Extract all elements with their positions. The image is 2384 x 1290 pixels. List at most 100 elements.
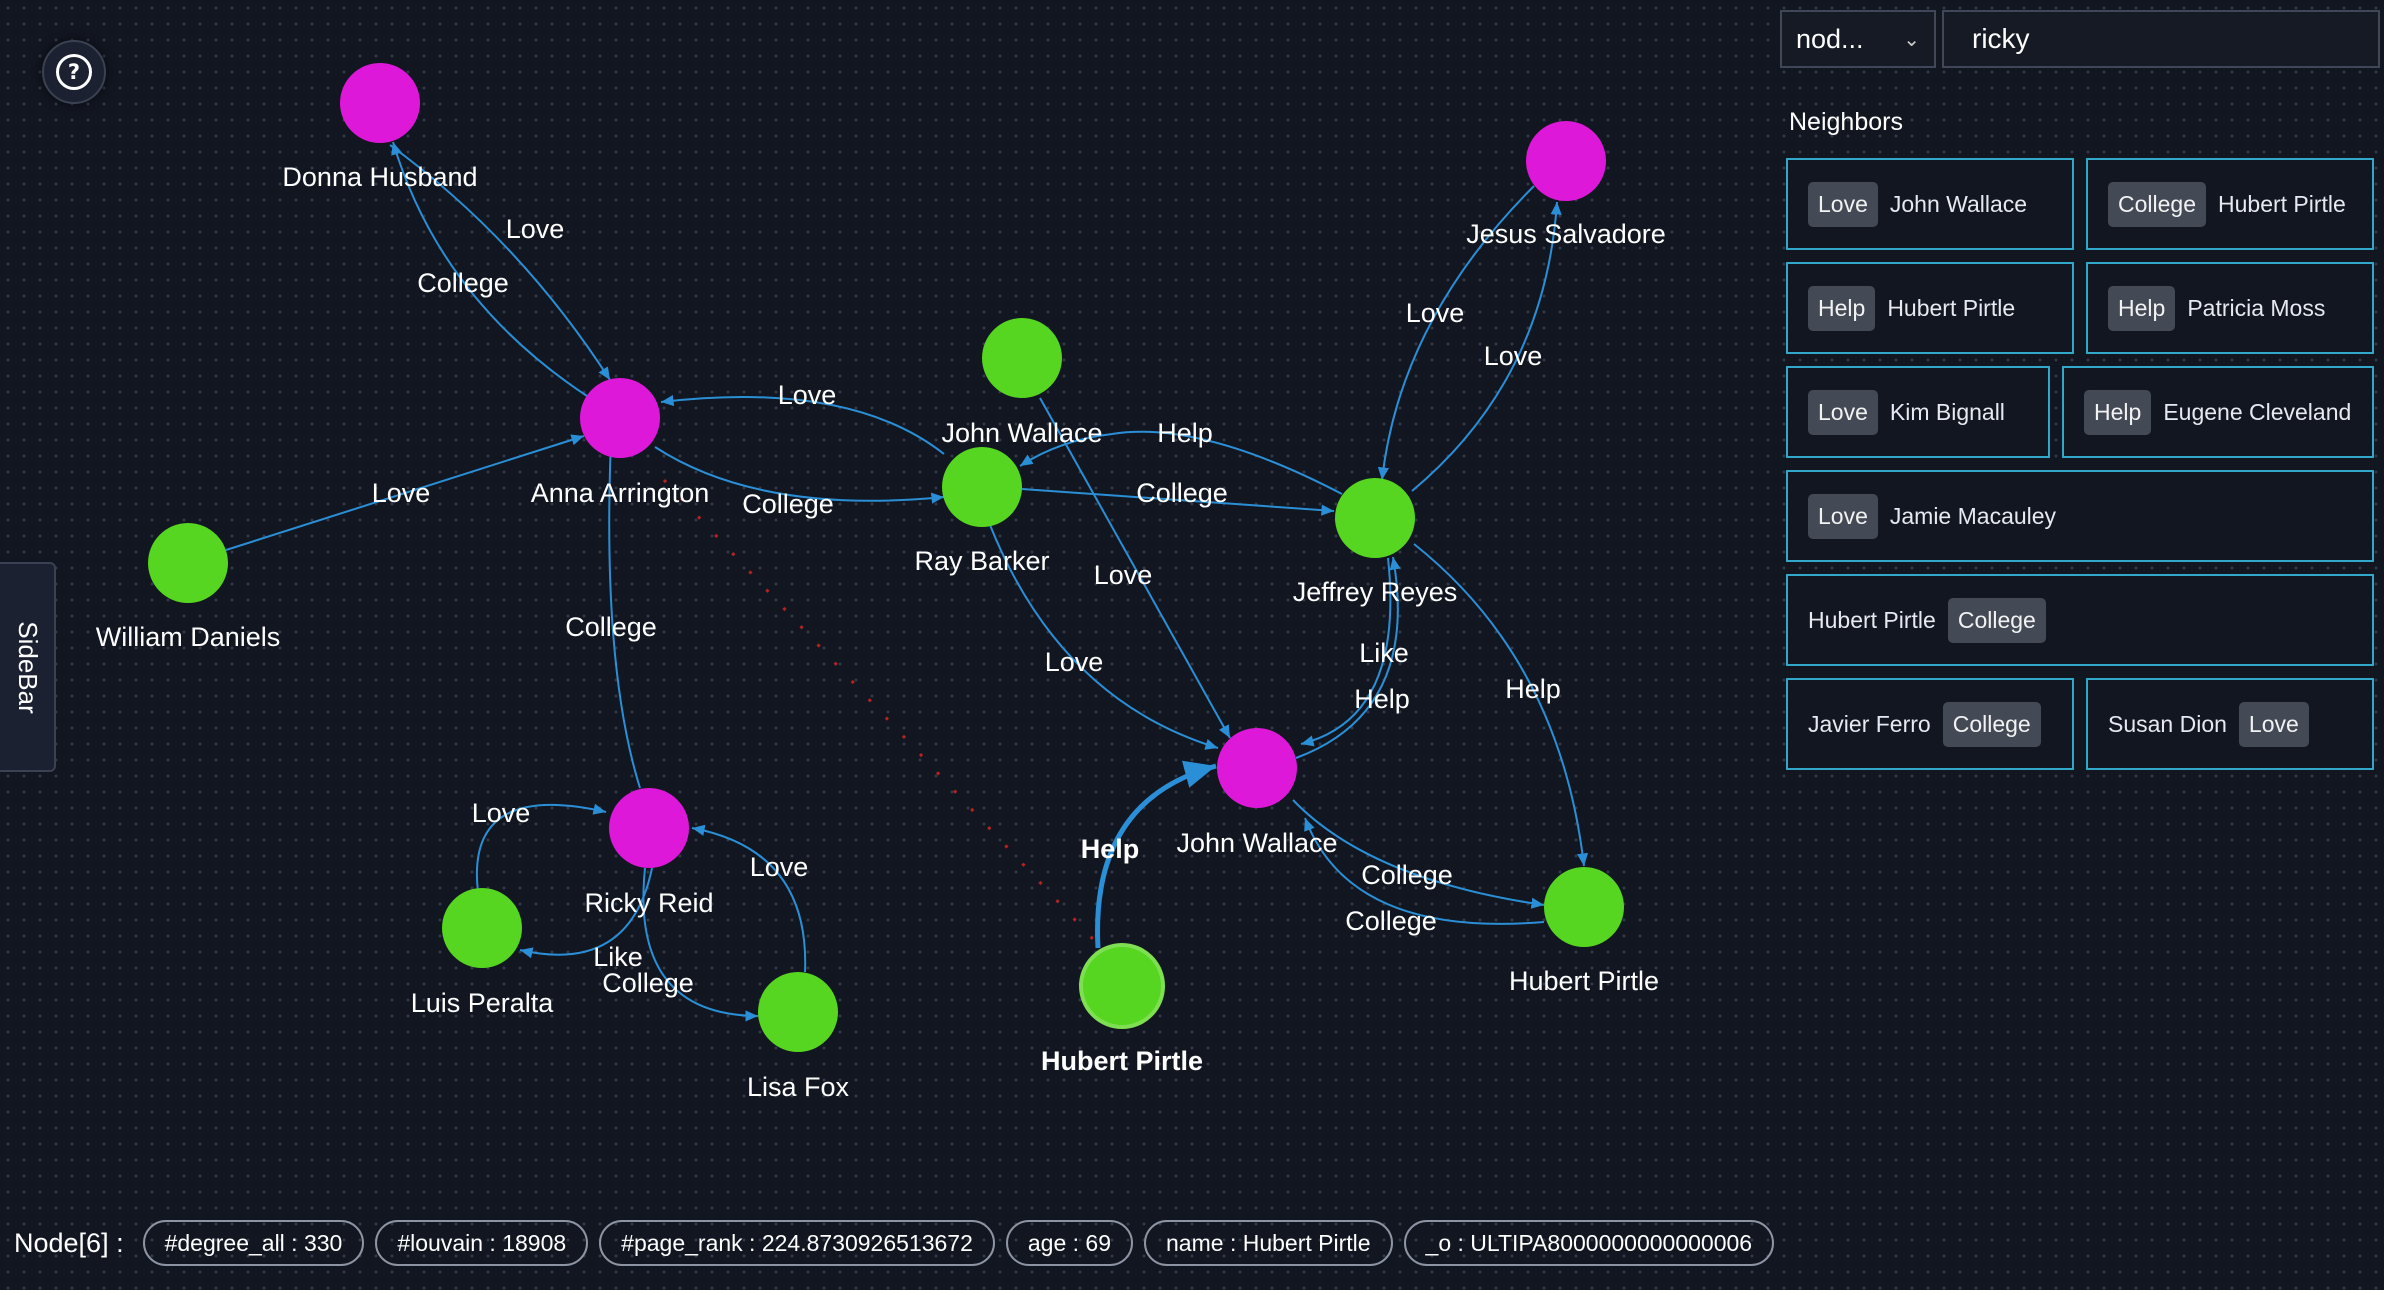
neighbor-name: Hubert Pirtle	[1808, 606, 1936, 633]
edge-label: Like	[593, 942, 643, 972]
search-input[interactable]	[1942, 10, 2380, 68]
neighbor-name: Hubert Pirtle	[2218, 190, 2346, 217]
edge-label: Love	[778, 380, 837, 410]
neighbor-item[interactable]: Help Eugene Cleveland	[2062, 366, 2374, 458]
node-label: Ricky Reid	[584, 888, 713, 918]
edge[interactable]	[1021, 488, 1335, 516]
neighbors-title: Neighbors	[1789, 108, 1903, 136]
neighbor-name: Patricia Moss	[2187, 294, 2326, 321]
node-label: Donna Husband	[282, 162, 477, 192]
edge[interactable]	[989, 524, 1219, 750]
neighbor-name: John Wallace	[1889, 190, 2028, 217]
property-pill[interactable]: #degree_all : 330	[142, 1220, 365, 1266]
property-pill[interactable]: _o : ULTIPA8000000000000006	[1403, 1220, 1775, 1266]
edge[interactable]	[691, 824, 807, 973]
node-label: Jeffrey Reyes	[1293, 577, 1458, 607]
search-bar: nod... ⌄	[1780, 10, 2380, 70]
edge-highlighted[interactable]	[1095, 760, 1217, 949]
node-label: Hubert Pirtle	[1509, 966, 1659, 996]
relation-tag: Love	[1808, 181, 1878, 227]
help-button[interactable]: ?	[42, 40, 106, 104]
edge-label: Like	[1359, 638, 1409, 668]
edge[interactable]	[1413, 543, 1589, 867]
graph-node-selected[interactable]	[1079, 943, 1165, 1029]
property-pill[interactable]: #page_rank : 224.8730926513672	[599, 1220, 995, 1266]
graph-node[interactable]	[148, 523, 228, 603]
edge[interactable]	[654, 446, 945, 504]
edge-label: Love	[1484, 341, 1543, 371]
node-label: Lisa Fox	[747, 1072, 850, 1102]
edge[interactable]	[225, 434, 585, 551]
relation-tag: College	[1942, 701, 2041, 747]
edge-label: Love	[372, 478, 431, 508]
edge[interactable]	[519, 867, 653, 959]
graph-node[interactable]	[580, 378, 660, 458]
edge[interactable]	[1304, 817, 1545, 925]
neighbor-name: Kim Bignall	[1889, 398, 2005, 425]
edge[interactable]	[1295, 556, 1401, 759]
graph-canvas[interactable]: Donna Husband Anna Arrington William Dan…	[0, 0, 1760, 1200]
edge-label: Love	[506, 214, 565, 244]
neighbor-item[interactable]: Love John Wallace	[1786, 158, 2074, 250]
graph-node[interactable]	[1526, 121, 1606, 201]
edge[interactable]	[660, 394, 945, 455]
neighbor-item[interactable]: Love Jamie Macauley	[1786, 470, 2374, 562]
graph-node[interactable]	[340, 63, 420, 143]
graph-node[interactable]	[982, 318, 1062, 398]
search-type-value: nod...	[1796, 23, 1864, 54]
edge[interactable]	[389, 144, 611, 381]
edge[interactable]	[642, 867, 759, 1022]
edge-label: Love	[1094, 560, 1153, 590]
edge-label: Love	[1045, 647, 1104, 677]
node-label: Jesus Salvadore	[1466, 219, 1666, 249]
edge-label: College	[1361, 860, 1453, 890]
neighbor-name: Hubert Pirtle	[1887, 294, 2016, 321]
relation-tag: Love	[2238, 701, 2309, 747]
graph-node[interactable]	[442, 888, 522, 968]
chevron-down-icon: ⌄	[1903, 28, 1920, 51]
edge-label: Love	[1406, 298, 1465, 328]
graph-node[interactable]	[758, 972, 838, 1052]
edge[interactable]	[1300, 557, 1392, 747]
graph-node[interactable]	[1217, 728, 1297, 808]
neighbor-item[interactable]: Love Kim Bignall	[1786, 366, 2050, 458]
node-label: Luis Peralta	[411, 988, 555, 1018]
sidebar-toggle[interactable]: SideBar	[0, 562, 56, 772]
search-type-select[interactable]: nod... ⌄	[1780, 10, 1936, 68]
edge[interactable]	[1377, 185, 1535, 481]
edge-label: College	[1345, 906, 1437, 936]
neighbor-item[interactable]: Javier Ferro College	[1786, 678, 2074, 770]
neighbor-item[interactable]: Hubert Pirtle College	[1786, 574, 2374, 666]
neighbor-item[interactable]: Susan Dion Love	[2086, 678, 2374, 770]
edge[interactable]	[475, 803, 607, 893]
relation-tag: Help	[2108, 285, 2176, 331]
node-label: Anna Arrington	[531, 478, 710, 508]
edge-label: College	[565, 612, 657, 642]
graph-node[interactable]	[1335, 478, 1415, 558]
neighbor-item[interactable]: Help Patricia Moss	[2086, 262, 2374, 354]
node-label: Ray Barker	[914, 546, 1049, 576]
node-label: John Wallace	[1176, 828, 1337, 858]
edge[interactable]	[391, 141, 591, 399]
property-pill[interactable]: age : 69	[1005, 1220, 1134, 1266]
edge[interactable]	[1411, 201, 1562, 492]
edge-label: Help	[1081, 834, 1140, 864]
neighbor-name: Eugene Cleveland	[2163, 398, 2352, 425]
relation-tag: Love	[1808, 493, 1878, 539]
graph-node[interactable]	[1544, 867, 1624, 947]
edge-label: Help	[1354, 684, 1410, 714]
relation-tag: Help	[2084, 389, 2152, 435]
node-properties-bar: Node[6] : #degree_all : 330 #louvain : 1…	[14, 1218, 1775, 1268]
edge[interactable]	[605, 417, 641, 789]
edge-label: Love	[472, 798, 531, 828]
property-pill[interactable]: #louvain : 18908	[375, 1220, 589, 1266]
sidebar-label: SideBar	[12, 620, 43, 714]
edge[interactable]	[1039, 397, 1231, 739]
edge-label: Love	[750, 852, 809, 882]
graph-node[interactable]	[942, 447, 1022, 527]
neighbor-item[interactable]: College Hubert Pirtle	[2086, 158, 2374, 250]
graph-node[interactable]	[609, 788, 689, 868]
edge[interactable]	[1019, 430, 1343, 495]
property-pill[interactable]: name : Hubert Pirtle	[1144, 1220, 1393, 1266]
neighbor-item[interactable]: Help Hubert Pirtle	[1786, 262, 2074, 354]
